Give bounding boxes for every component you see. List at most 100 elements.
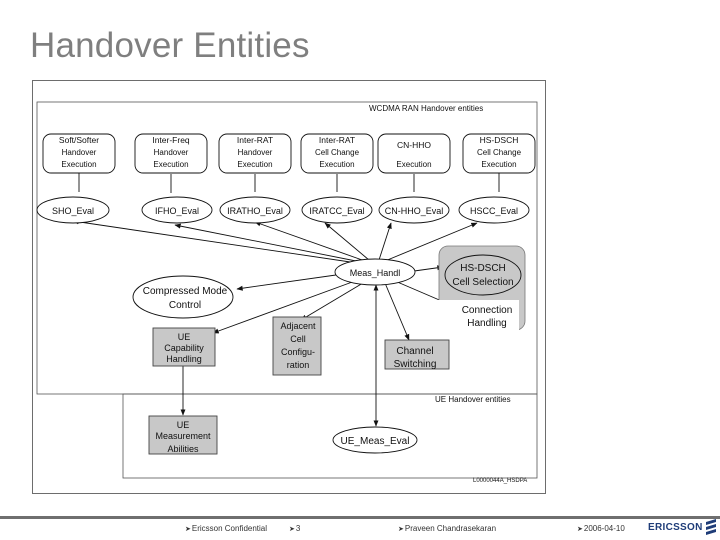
eval-node-label: IFHO_Eval — [155, 206, 199, 216]
execution-box-label: Execution — [481, 160, 516, 169]
adjacent-cell-line2: Cell — [290, 334, 306, 344]
slide-title: Handover Entities — [30, 26, 310, 65]
eval-node — [378, 196, 450, 224]
compressed-mode-line1: Compressed Mode — [143, 286, 228, 297]
channel-switching-box — [384, 339, 450, 370]
footer-date: ➤2006-04-10 — [577, 524, 625, 533]
arrow-meas-adjacent — [300, 282, 364, 321]
eval-node-label: IRATHO_Eval — [227, 206, 283, 216]
footer-confidential: ➤Ericsson Confidential — [185, 524, 267, 533]
adjacent-cell-box — [272, 316, 322, 376]
execution-box-frame — [300, 133, 374, 174]
arrow-meas-compressed — [236, 272, 344, 291]
execution-box-label: HS-DSCH — [480, 135, 519, 145]
meas-handl-label: Meas_Handl — [350, 268, 401, 278]
arrow-iratho-meas — [254, 221, 366, 262]
ue-measurement-box — [148, 415, 218, 455]
channel-switching-line2: Switching — [394, 359, 437, 370]
eval-node — [141, 196, 213, 224]
eval-node — [301, 196, 373, 224]
adjacent-cell-line3: Configu- — [281, 347, 315, 357]
ue-frame — [122, 393, 538, 479]
hsdsch-selection-line2: Cell Selection — [452, 277, 513, 288]
hsdsch-cell-selection-node — [444, 254, 522, 296]
eval-node-label: IRATCC_Eval — [309, 206, 364, 216]
execution-box-label: Handover — [62, 148, 97, 157]
footer-author-name: Praveen Chandrasekaran — [404, 524, 497, 533]
eval-node-label: HSCC_Eval — [470, 206, 518, 216]
arrow-cnhho-meas — [378, 222, 392, 261]
execution-box-label: Inter-Freq — [152, 135, 190, 145]
bullet-icon: ➤ — [289, 526, 295, 533]
execution-box-frame — [218, 133, 292, 174]
footer-page-number: 3 — [295, 524, 301, 533]
execution-box-label: Handover — [154, 148, 189, 157]
ue-capability-line3: Handling — [166, 354, 202, 364]
execution-box-label: Execution — [396, 160, 431, 169]
execution-box-frame — [462, 133, 536, 174]
ran-frame-label: WCDMA RAN Handover entities — [369, 104, 483, 113]
execution-box-label: CN-HHO — [397, 140, 431, 150]
arrow-sho-meas — [72, 219, 358, 264]
footer-author: ➤Praveen Chandrasekaran — [398, 524, 496, 533]
execution-box-label: Execution — [237, 160, 272, 169]
bullet-icon: ➤ — [398, 526, 404, 533]
ue-meas-eval-label: UE_Meas_Eval — [341, 436, 410, 447]
execution-box-label: Execution — [153, 160, 188, 169]
execution-box-frame — [377, 133, 451, 174]
handover-entities-diagram: WCDMA RAN Handover entities UE Handover … — [32, 80, 546, 494]
execution-box-label: Handover — [238, 148, 273, 157]
eval-node — [458, 196, 530, 224]
channel-switching-line1: Channel — [396, 346, 433, 357]
eval-node-label: CN-HHO_Eval — [385, 206, 444, 216]
connection-handling-line2: Handling — [467, 318, 506, 329]
execution-box-label: Inter-RAT — [237, 135, 273, 145]
arrow-meas-ue-capability — [212, 280, 356, 334]
ue-frame-label: UE Handover entities — [435, 395, 511, 404]
execution-box: CN-HHO Execution — [377, 133, 451, 174]
exec-eval-connectors — [78, 173, 500, 193]
connection-handling-line1: Connection — [462, 305, 513, 316]
footer-confidential-text: Ericsson Confidential — [191, 524, 268, 533]
eval-node — [36, 196, 110, 224]
execution-box-label: Inter-RAT — [319, 135, 355, 145]
arrow-ifho-meas — [174, 223, 362, 263]
ericsson-logo-icon — [706, 519, 716, 535]
footer-date-text: 2006-04-10 — [583, 524, 625, 533]
adjacent-cell-line4: ration — [287, 360, 310, 370]
arrow-meas-channel — [384, 282, 410, 341]
meas-handl-node — [334, 258, 416, 286]
ue-measurement-line3: Abilities — [167, 444, 199, 454]
diagram-canvas: WCDMA RAN Handover entities UE Handover … — [36, 101, 538, 484]
ue-capability-box — [152, 327, 216, 367]
eval-node-label: SHO_Eval — [52, 206, 94, 216]
arrow-iratcc-meas — [324, 222, 370, 261]
footer-divider — [0, 516, 720, 519]
execution-box-frame — [134, 133, 208, 174]
bullet-icon: ➤ — [577, 526, 583, 533]
execution-box-label: Execution — [61, 160, 96, 169]
execution-box-frame — [42, 133, 116, 174]
footer-page: ➤3 — [289, 524, 300, 533]
execution-box-label: Execution — [319, 160, 354, 169]
execution-boxes: Soft/SofterHandoverExecutionInter-FreqHa… — [42, 133, 536, 174]
eval-node — [219, 196, 291, 224]
compressed-mode-line2: Control — [169, 300, 201, 311]
bullet-icon: ➤ — [185, 526, 191, 533]
hsdsch-selection-line1: HS-DSCH — [460, 263, 506, 274]
ue-capability-line2: Capability — [164, 343, 204, 353]
eval-nodes: SHO_Eval IFHO_Eval IRATHO_Eval IRATCC_Eval C… — [36, 196, 530, 224]
adjacent-cell-line1: Adjacent — [280, 321, 316, 331]
execution-box-label: Cell Change — [315, 148, 360, 157]
ue-measurement-line1: UE — [177, 420, 190, 430]
compressed-mode-node — [132, 275, 234, 319]
ericsson-logo-text: ERICSSON — [648, 522, 703, 533]
figure-id: L0000044A_HSDPA — [473, 478, 527, 484]
ue-meas-eval-node — [332, 426, 418, 454]
arrow-hscc-meas — [384, 222, 478, 262]
